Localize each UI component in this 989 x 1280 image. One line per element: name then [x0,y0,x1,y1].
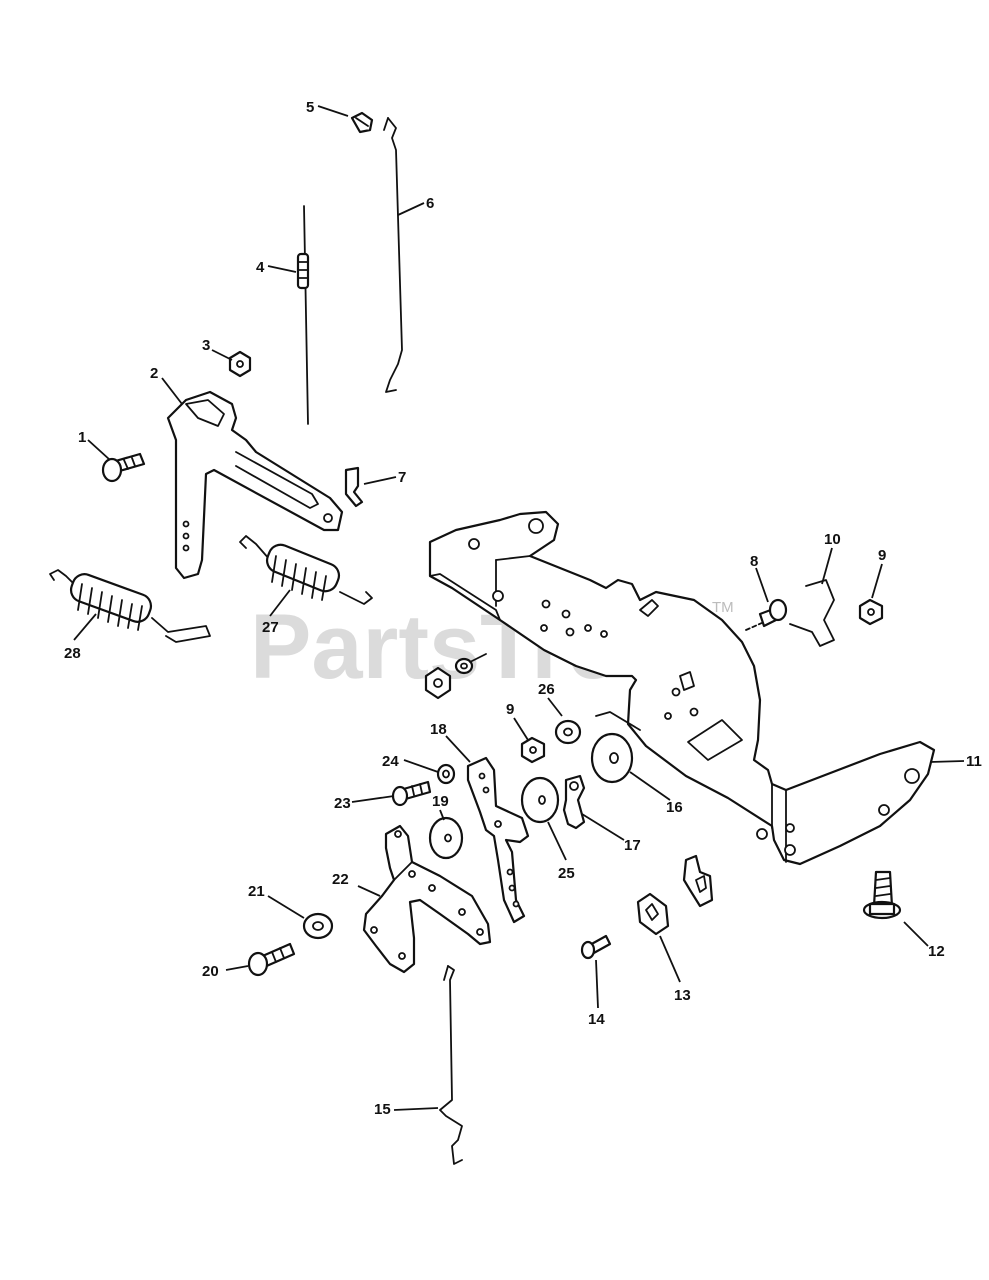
callout-9-upper: 9 [878,547,886,564]
callout-20: 20 [202,963,219,980]
callout-28: 28 [64,645,81,662]
plate-nut-axis [469,653,487,663]
part-8-bolt[interactable] [745,598,788,631]
callout-3: 3 [202,337,210,354]
callout-17: 17 [624,837,641,854]
part-5-screw[interactable] [350,111,374,134]
part-28-spring[interactable] [49,569,211,643]
part-21-washer[interactable] [302,912,334,940]
part-23-bolt[interactable] [391,780,432,807]
part-14-screw[interactable] [580,934,612,960]
part-3-nut[interactable] [228,350,252,378]
plate-washer-small[interactable] [454,657,474,675]
callout-12: 12 [928,943,945,960]
part-12-flange-bolt[interactable] [862,870,902,920]
part-9-nut-middle[interactable] [520,736,546,764]
part-22-large-bracket[interactable] [362,824,492,974]
part-20-bolt[interactable] [247,942,296,977]
part-17-small-lever[interactable] [562,774,586,830]
callout-24: 24 [382,753,399,770]
callout-10: 10 [824,531,841,548]
part-7-clip[interactable] [344,466,364,508]
callout-4: 4 [256,259,265,276]
callout-1: 1 [78,429,86,446]
part-9-nut-upper[interactable] [858,598,884,626]
part-15-rod[interactable] [439,965,463,1165]
callout-19: 19 [432,793,449,810]
part-2-lever-bracket[interactable] [166,390,344,580]
part-13-clip-rear[interactable] [682,854,714,908]
callout-15: 15 [374,1101,391,1118]
callout-labels: 5 6 4 3 2 1 7 27 28 8 10 9 11 12 26 9 18… [64,99,982,1118]
callout-26: 26 [538,681,555,698]
callout-8: 8 [750,553,758,570]
callout-13: 13 [674,987,691,1004]
callout-21: 21 [248,883,265,900]
part-19-washer[interactable] [428,816,464,860]
callout-5: 5 [306,99,314,116]
part-24-nut[interactable] [436,763,456,785]
callout-25: 25 [558,865,575,882]
callout-18: 18 [430,721,447,738]
callout-23: 23 [334,795,351,812]
part-1-bolt[interactable] [101,452,146,483]
part-27-spring[interactable] [239,535,373,605]
part-4-rod-spring[interactable] [296,205,310,425]
plate-nut-large[interactable] [424,666,452,700]
callout-7: 7 [398,469,406,486]
leader-lines [73,105,965,1111]
watermark-trademark: TM [712,599,734,616]
callout-22: 22 [332,871,349,888]
part-10-wire-clip[interactable] [789,579,835,647]
part-6-rod[interactable] [383,117,403,393]
callout-16: 16 [666,799,683,816]
callout-27: 27 [262,619,279,636]
part-16-washer[interactable] [590,732,634,784]
callout-14: 14 [588,1011,605,1028]
part-18-bent-lever[interactable] [466,756,530,924]
part-13-clip-front[interactable] [636,892,670,936]
part-25-washer[interactable] [520,776,560,824]
part-26-spacer[interactable] [554,719,582,745]
callout-9-middle: 9 [506,701,514,718]
callout-6: 6 [426,195,434,212]
callout-11: 11 [966,753,982,770]
callout-2: 2 [150,365,158,382]
part-11-control-plate[interactable] [428,510,936,866]
